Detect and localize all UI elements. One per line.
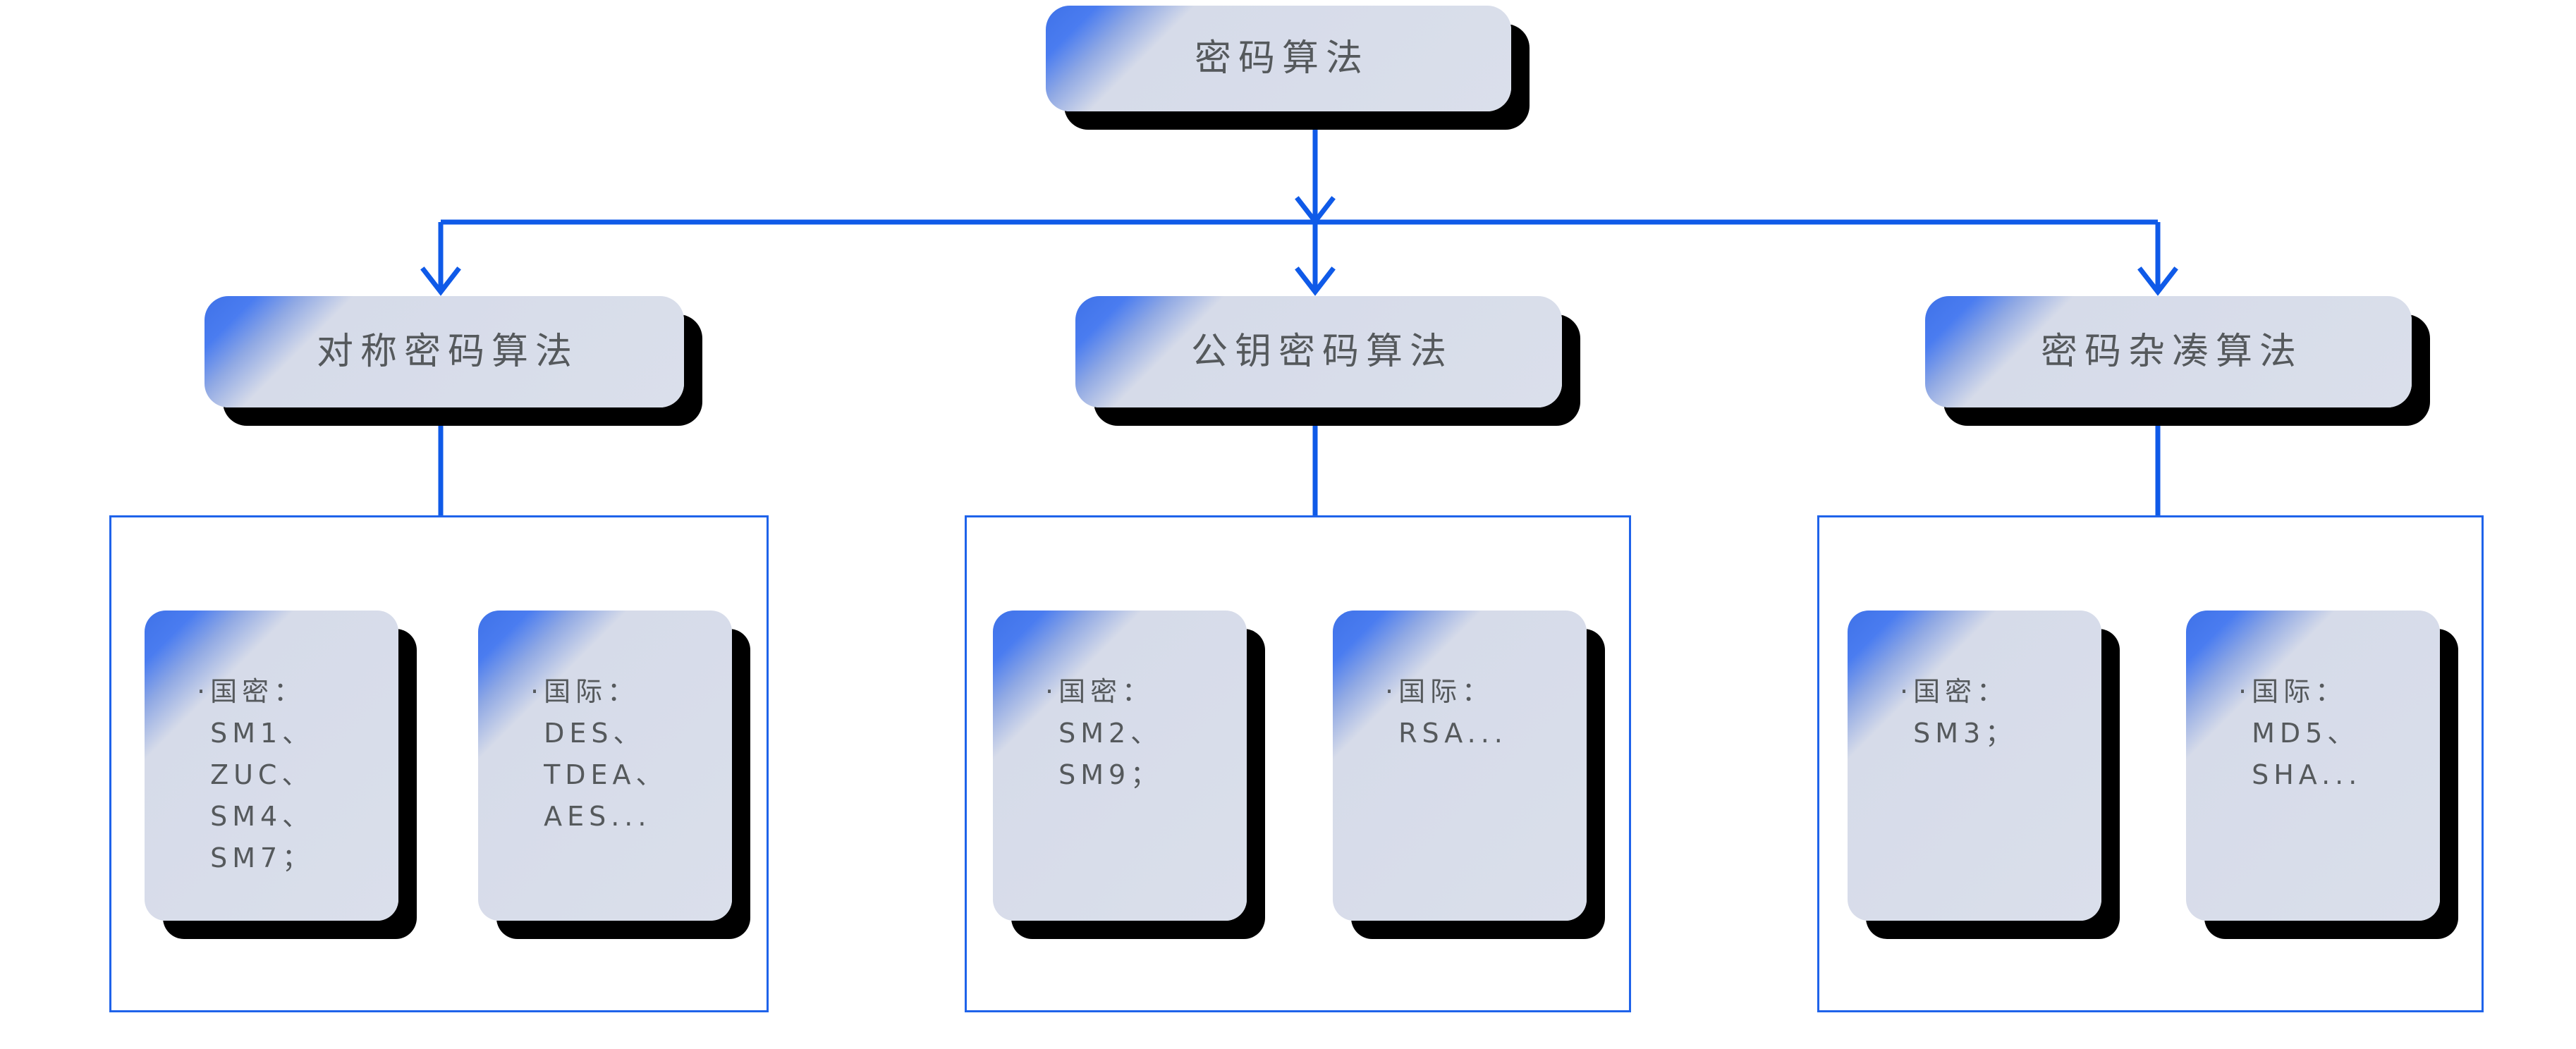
arrowhead-symmetric [420,266,461,296]
leaf-public-international[interactable]: ·国际： RSA... [1333,611,1587,921]
leaf-symmetric-domestic[interactable]: ·国密： SM1、 ZUC、 SM4、 SM7； [145,611,398,921]
arrowhead-hash [2137,266,2178,296]
leaf-public-international-text: ·国际： RSA... [1385,676,1508,749]
leaf-hash-domestic-text: ·国密： SM3； [1900,676,2018,749]
leaf-hash-domestic[interactable]: ·国密： SM3； [1848,611,2101,921]
node-symmetric-label: 对称密码算法 [316,330,579,373]
leaf-symmetric-domestic-text: ·国密： SM1、 ZUC、 SM4、 SM7； [197,676,315,873]
node-public-key[interactable]: 公钥密码算法 [1075,296,1562,407]
node-symmetric[interactable]: 对称密码算法 [205,296,684,407]
leaf-hash-international-text: ·国际： MD5、 SHA... [2238,676,2362,790]
node-root-label: 密码算法 [1194,37,1369,80]
leaf-hash-international[interactable]: ·国际： MD5、 SHA... [2186,611,2440,921]
node-hash[interactable]: 密码杂凑算法 [1925,296,2412,407]
group-container-public-key [965,515,1631,1012]
node-hash-label: 密码杂凑算法 [2040,330,2303,373]
node-public-key-label: 公钥密码算法 [1190,330,1453,373]
leaf-public-domestic[interactable]: ·国密： SM2、 SM9； [993,611,1247,921]
arrowhead-public [1295,266,1336,296]
group-container-symmetric [109,515,769,1012]
leaf-symmetric-international[interactable]: ·国际： DES、 TDEA、 AES... [478,611,732,921]
leaf-symmetric-international-text: ·国际： DES、 TDEA、 AES... [530,676,668,832]
group-container-hash [1817,515,2484,1012]
node-root[interactable]: 密码算法 [1046,6,1511,111]
arrowhead-root-stem [1295,196,1336,226]
leaf-public-domestic-text: ·国密： SM2、 SM9； [1045,676,1163,790]
